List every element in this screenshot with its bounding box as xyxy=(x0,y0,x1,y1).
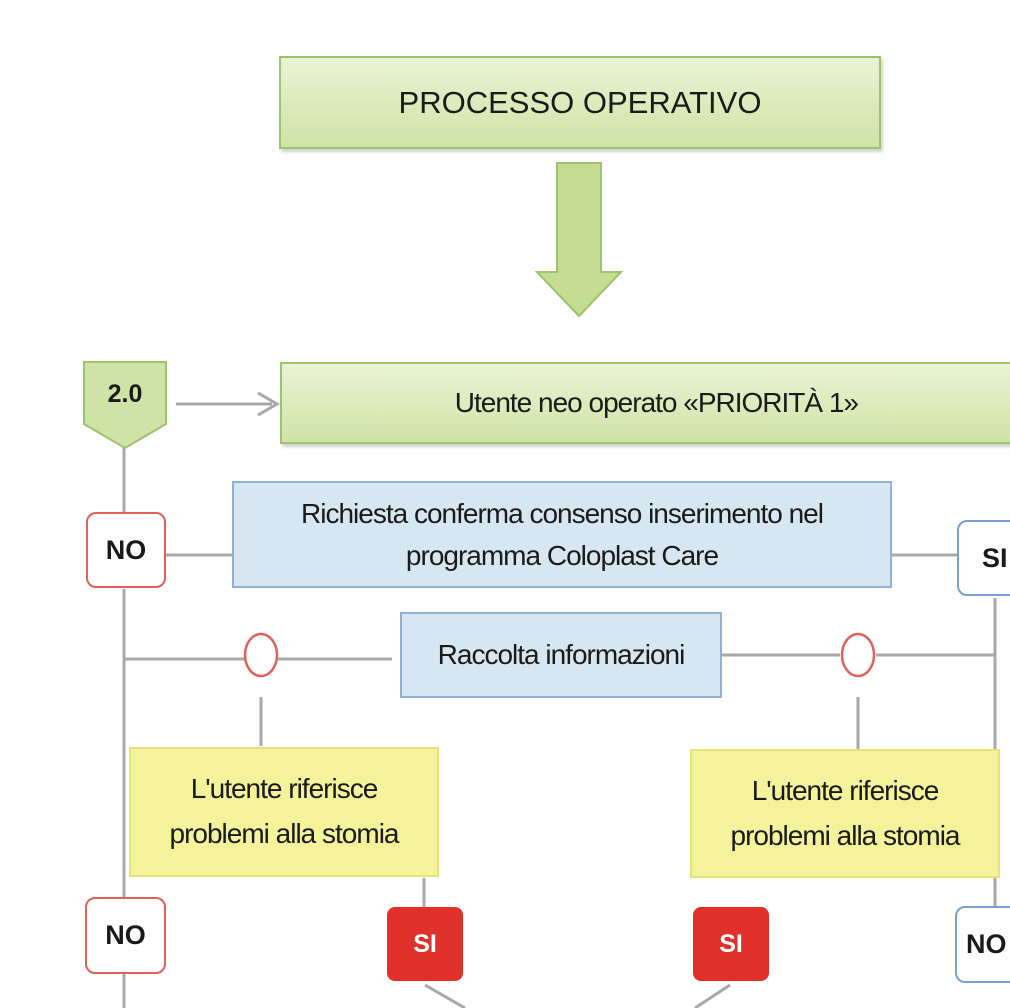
collection-text: Raccolta informazioni xyxy=(437,639,686,670)
right-si-badge: SI xyxy=(693,907,769,981)
consent-no-badge: NO xyxy=(86,512,166,588)
down-arrow-icon xyxy=(534,162,624,318)
collection-box: Raccolta informazioni xyxy=(400,612,722,698)
consent-request-box: Richiesta conferma consenso inserimento … xyxy=(232,481,892,588)
right-problem-box: L'utente riferisce problemi alla stomia xyxy=(690,749,1000,878)
step-number-badge xyxy=(83,361,167,450)
left-problem-text: L'utente riferisce problemi alla stomia xyxy=(169,773,400,849)
left-no-badge: NO xyxy=(85,897,166,974)
step-label-text: Utente neo operato «PRIORITÀ 1» xyxy=(454,387,859,418)
step-label-box: Utente neo operato «PRIORITÀ 1» xyxy=(280,362,1010,444)
right-problem-text: L'utente riferisce problemi alla stomia xyxy=(730,774,961,851)
left-problem-box: L'utente riferisce problemi alla stomia xyxy=(129,747,439,877)
arrow-right-icon xyxy=(257,391,280,417)
left-si-badge: SI xyxy=(387,907,463,981)
process-title-text: PROCESSO OPERATIVO xyxy=(398,84,762,120)
consent-request-text: Richiesta conferma consenso inserimento … xyxy=(301,497,824,571)
consent-si-badge: SI xyxy=(957,520,1010,596)
right-no-badge: NO xyxy=(955,906,1010,983)
decision-node-right xyxy=(840,632,876,678)
process-title: PROCESSO OPERATIVO xyxy=(279,56,881,149)
step-number: 2.0 xyxy=(107,379,143,408)
decision-node-left xyxy=(243,632,279,678)
